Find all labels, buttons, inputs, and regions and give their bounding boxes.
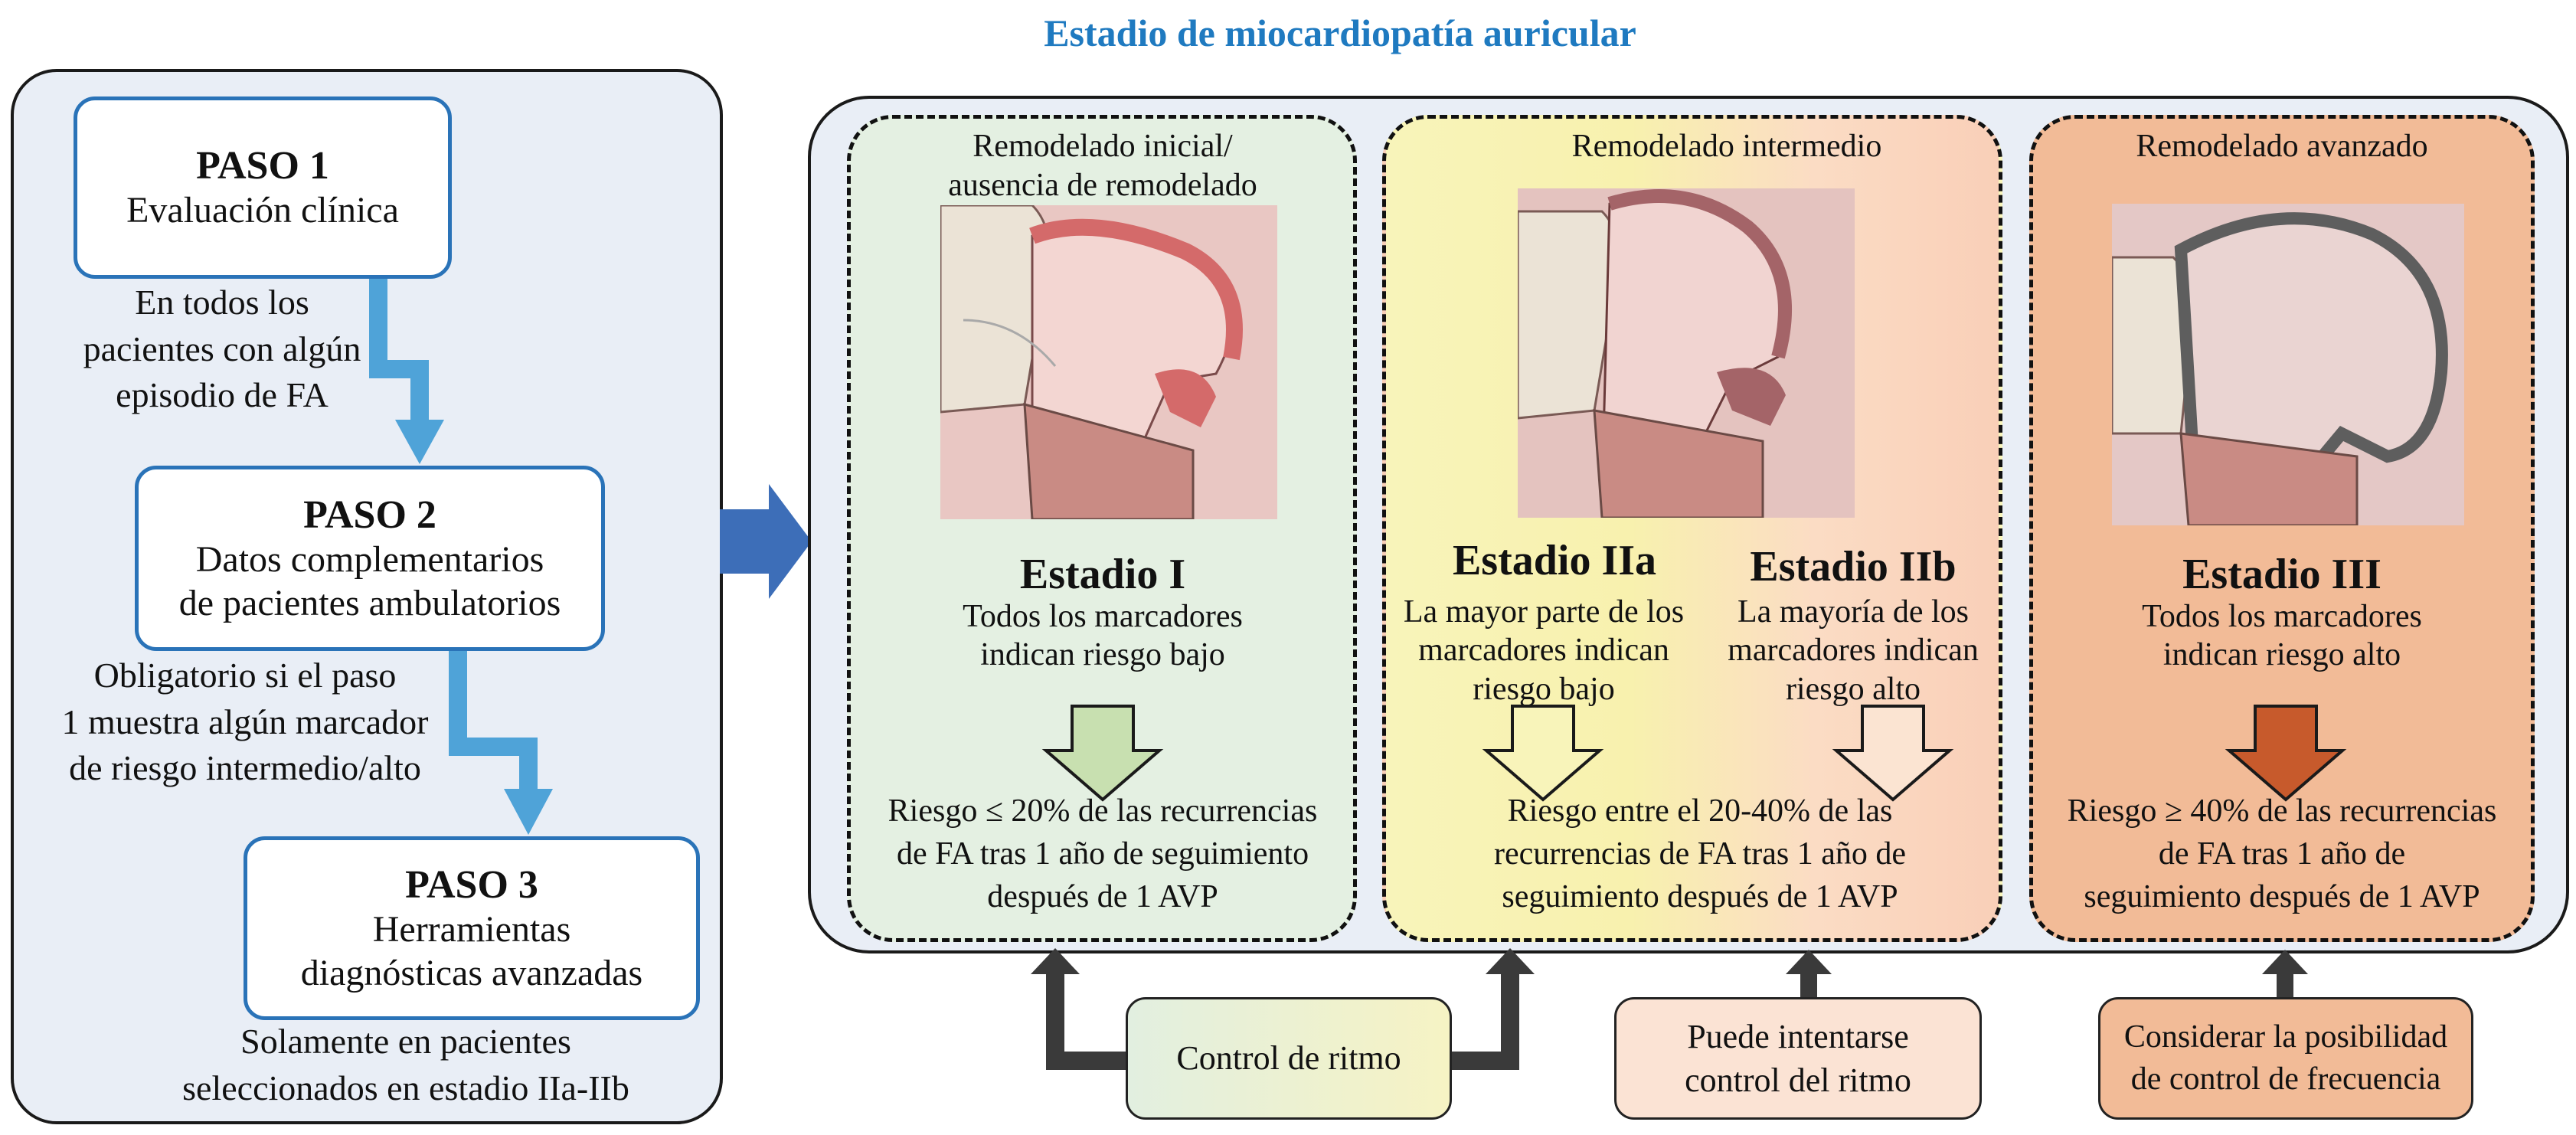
step-3-note: Solamente en pacientes seleccionados en … <box>107 1019 704 1111</box>
stage-2a-desc-line: riesgo bajo <box>1473 671 1615 707</box>
diagram-title: Estadio de miocardiopatía auricular <box>1044 11 1636 54</box>
flow-arrow-2 <box>449 649 538 796</box>
stage-3-risk-line: Riesgo ≥ 40% de las recurrencias <box>2067 793 2497 829</box>
step-1-note-line: En todos los <box>135 283 309 322</box>
step-3-note-line: seleccionados en estadio IIa-IIb <box>182 1068 629 1107</box>
try-rhythm-line: control del ritmo <box>1685 1061 1911 1099</box>
step-1-note: En todos los pacientes con algún episodi… <box>46 280 398 419</box>
flow-arrowhead-1 <box>395 420 444 464</box>
stage-2a-desc-line: La mayor parte de los <box>1403 594 1685 630</box>
stage-1-desc: Todos los marcadores indican riesgo bajo <box>850 597 1355 675</box>
stage-2b-desc-line: La mayoría de los <box>1737 594 1970 630</box>
step-2-label: PASO 2 <box>303 492 436 537</box>
stage-2-caption: Remodelado intermedio <box>1571 129 1882 164</box>
stage-3-desc: Todos los marcadores indican riesgo alto <box>2029 597 2535 675</box>
try-rhythm-box: Puede intentarse control del ritmo <box>1614 997 1982 1120</box>
stage-3-title: Estadio III <box>2182 551 2381 598</box>
stage-2a-desc: La mayor parte de los marcadores indican… <box>1378 593 1709 708</box>
step-3-box: PASO 3 Herramientas diagnósticas avanzad… <box>244 836 700 1020</box>
stage-1-desc-line: Todos los marcadores <box>963 599 1243 634</box>
step-1-note-line: episodio de FA <box>116 375 329 415</box>
stage-2-risk-line: seguimiento después de 1 AVP <box>1502 878 1898 914</box>
try-rhythm-arrowhead <box>1786 950 1832 974</box>
stage-2-risk-line: recurrencias de FA tras 1 año de <box>1493 836 1906 872</box>
stage-3-desc-line: indican riesgo alto <box>2162 637 2401 673</box>
stage-1-desc-line: indican riesgo bajo <box>980 637 1225 673</box>
step-2-note-line: de riesgo intermedio/alto <box>69 748 421 788</box>
rate-control-box: Considerar la posibilidad de control de … <box>2098 997 2473 1120</box>
flow-arrow-1 <box>369 277 429 429</box>
heart-illustration-stage-3 <box>2112 204 2464 525</box>
step-2-box: PASO 2 Datos complementarios de paciente… <box>135 466 605 651</box>
rate-control-line: de control de frecuencia <box>2130 1061 2441 1097</box>
stage-3-risk: Riesgo ≥ 40% de las recurrencias de FA t… <box>2029 790 2535 919</box>
stage-3-caption: Remodelado avanzado <box>2136 129 2428 164</box>
step-2-note-line: 1 muestra algún marcador <box>61 702 429 741</box>
step-1-box: PASO 1 Evaluación clínica <box>74 96 452 279</box>
stage-1-risk-line: de FA tras 1 año de seguimiento <box>896 836 1309 872</box>
step-1-note-line: pacientes con algún <box>83 329 361 368</box>
stage-3-risk-line: de FA tras 1 año de <box>2158 836 2406 872</box>
stage-1-caption-line: Remodelado inicial/ <box>973 129 1233 164</box>
step-3-label: PASO 3 <box>405 862 538 907</box>
stage-2a-title: Estadio IIa <box>1452 537 1657 584</box>
step-2-note-line: Obligatorio si el paso <box>93 656 397 695</box>
stage-2b-desc-line: marcadores indican <box>1728 633 1979 669</box>
stage-1-down-arrow <box>1041 705 1164 802</box>
stage-2b-desc-line: riesgo alto <box>1785 671 1921 707</box>
step-2-desc-line: Datos complementarios <box>195 539 544 581</box>
stage-2a-down-arrow <box>1482 705 1604 802</box>
stage-1-risk-line: después de 1 AVP <box>987 878 1218 914</box>
heart-illustration-stage-2 <box>1518 188 1855 518</box>
rhythm-control-box: Control de ritmo <box>1126 997 1452 1120</box>
stage-1-risk-line: Riesgo ≤ 20% de las recurrencias <box>888 793 1318 829</box>
stage-2a-desc-line: marcadores indican <box>1418 633 1669 669</box>
step-3-note-line: Solamente en pacientes <box>240 1022 571 1061</box>
step-2-desc-line: de pacientes ambulatorios <box>178 582 561 623</box>
stage-2-risk-line: Riesgo entre el 20-40% de las <box>1507 793 1893 829</box>
stage-3-desc-line: Todos los marcadores <box>2142 599 2422 634</box>
try-rhythm-line: Puede intentarse <box>1687 1017 1909 1055</box>
stage-2b-desc: La mayoría de los marcadores indican rie… <box>1708 593 1999 708</box>
stage-1-caption-line: ausencia de remodelado <box>948 168 1257 204</box>
big-right-arrow <box>720 484 812 599</box>
rhythm-arrowhead-right <box>1486 948 1535 974</box>
rhythm-connector <box>1046 967 1141 1070</box>
rhythm-arrowhead-left <box>1031 948 1080 974</box>
stage-2b-title: Estadio IIb <box>1750 543 1957 590</box>
stage-3-down-arrow <box>2225 705 2347 802</box>
stage-3-risk-line: seguimiento después de 1 AVP <box>2084 878 2480 914</box>
stage-2-risk: Riesgo entre el 20-40% de las recurrenci… <box>1401 790 1999 919</box>
step-2-note: Obligatorio si el paso 1 muestra algún m… <box>8 653 482 792</box>
stage-1-title: Estadio I <box>1019 551 1186 598</box>
step-3-desc-line: diagnósticas avanzadas <box>300 952 643 993</box>
step-1-label: PASO 1 <box>196 144 329 188</box>
rhythm-control-label: Control de ritmo <box>1176 1039 1401 1078</box>
step-3-desc-line: Herramientas <box>372 909 571 950</box>
flow-arrowhead-2 <box>504 789 553 835</box>
step-1-desc: Evaluación clínica <box>126 190 399 231</box>
heart-illustration-stage-1 <box>940 205 1277 519</box>
stage-1-risk: Riesgo ≤ 20% de las recurrencias de FA t… <box>850 790 1355 919</box>
stage-2b-down-arrow <box>1832 705 1954 802</box>
stage-1-caption: Remodelado inicial/ ausencia de remodela… <box>850 127 1355 205</box>
rate-arrowhead <box>2262 950 2308 974</box>
rate-control-line: Considerar la posibilidad <box>2123 1019 2448 1055</box>
